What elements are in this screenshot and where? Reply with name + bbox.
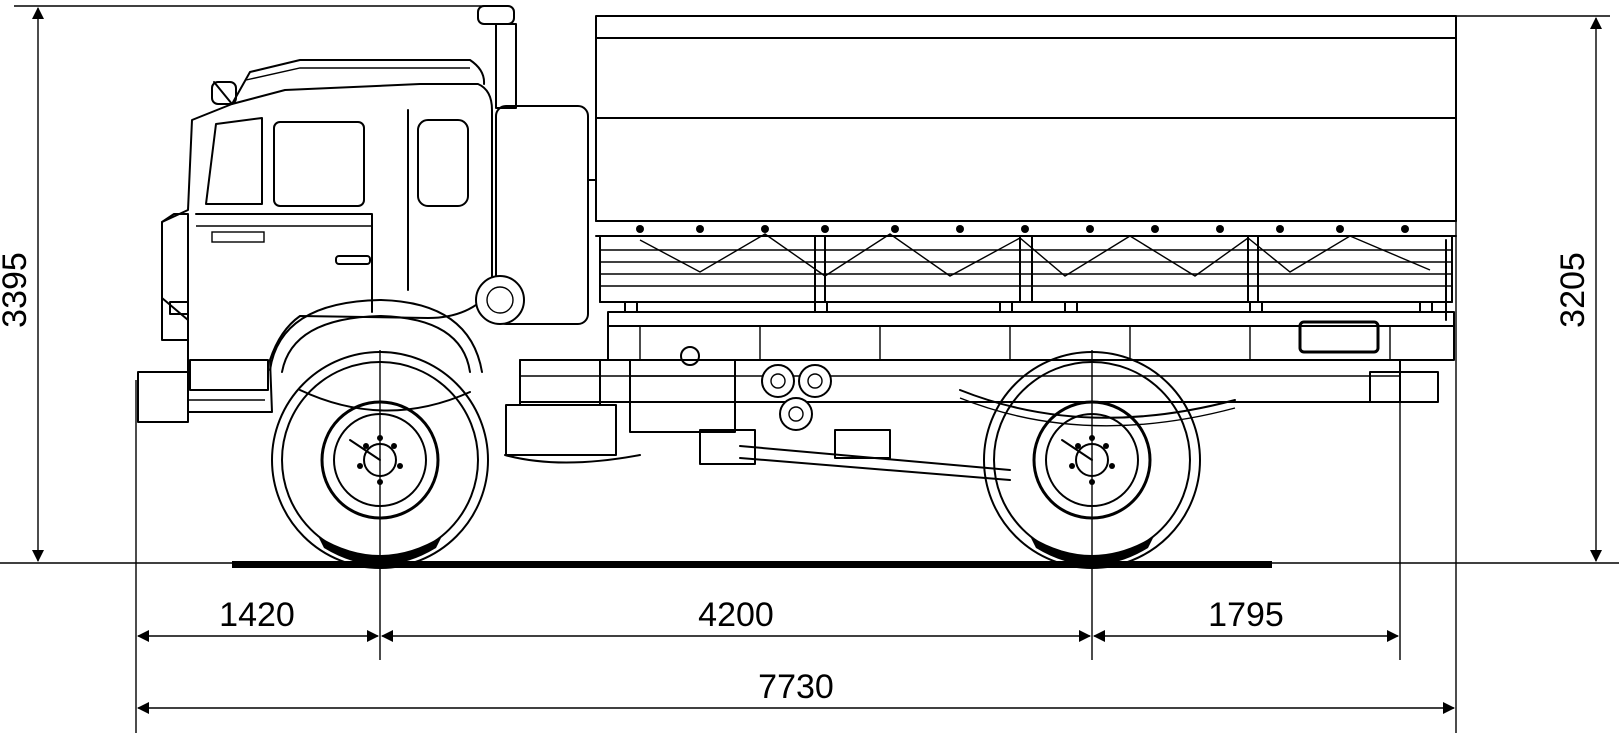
cargo-body (595, 15, 1457, 361)
overall-length-label: 7730 (758, 668, 834, 706)
board-hinges (624, 301, 1433, 313)
wheelbase-label: 4200 (698, 596, 774, 634)
dimension-lines (14, 5, 1610, 733)
front-overhang-label: 1420 (219, 596, 295, 634)
truck-cab (137, 59, 493, 423)
chassis-frame (299, 359, 1439, 427)
platform-height-label: 3205 (1554, 252, 1592, 328)
ground-line (0, 561, 1619, 568)
under-chassis-equipment (504, 346, 1011, 481)
tarp-ties (636, 225, 1409, 233)
rear-overhang-label: 1795 (1208, 596, 1284, 634)
cross-members (639, 326, 1391, 360)
overall-height-label: 3395 (0, 252, 34, 328)
air-intake (475, 5, 597, 325)
